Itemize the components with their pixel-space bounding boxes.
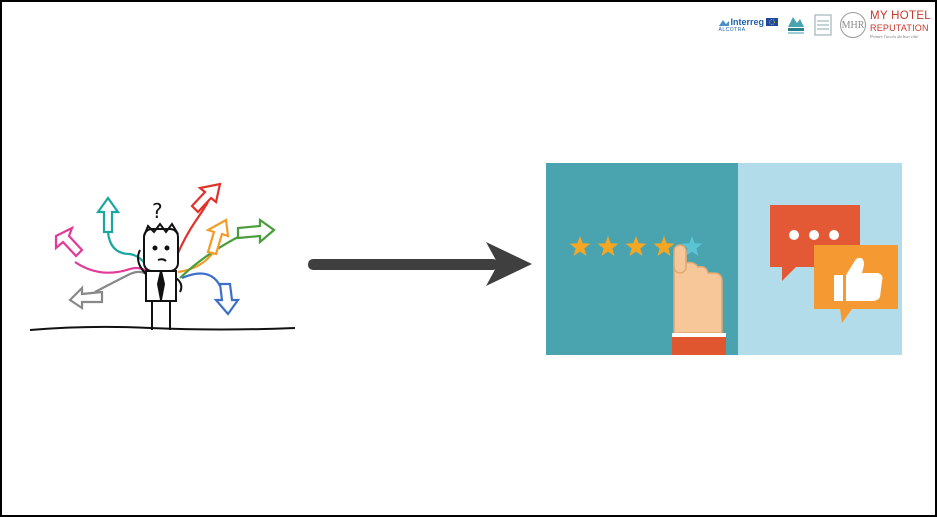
rating-star bbox=[597, 236, 619, 256]
mhr-monogram-icon: MHR bbox=[840, 12, 867, 38]
rating-star bbox=[681, 236, 703, 256]
rating-feedback-image bbox=[546, 163, 902, 355]
right-arrow bbox=[308, 242, 532, 286]
header-logos: Interreg ALCOTRA MHR MY HOTEL REPUTATION… bbox=[718, 8, 932, 42]
interreg-mountain-icon bbox=[718, 19, 729, 26]
rating-star bbox=[625, 236, 647, 256]
svg-text:?: ? bbox=[152, 199, 163, 223]
mhr-tagline: Primer l'accès du bon côté bbox=[870, 33, 919, 39]
star-rating bbox=[569, 236, 703, 256]
pointing-hand-icon bbox=[672, 244, 726, 355]
interreg-name: Interreg bbox=[730, 16, 765, 27]
interreg-sub: ALCOTRA bbox=[718, 26, 746, 33]
partner-logo-icon bbox=[788, 17, 805, 34]
confused-man-illustration: ? bbox=[30, 182, 296, 331]
rating-star bbox=[569, 236, 591, 256]
eu-flag-icon bbox=[766, 18, 779, 26]
man-figure bbox=[137, 222, 183, 330]
rating-star bbox=[653, 236, 675, 256]
thumbs-up-icon bbox=[814, 245, 898, 323]
my-hotel-reputation-logo: MHR MY HOTEL REPUTATION Primer l'accès d… bbox=[840, 10, 931, 39]
mhr-monogram-text: MHR bbox=[841, 19, 865, 31]
direction-arrows bbox=[54, 182, 276, 316]
partner-logo-2-icon bbox=[814, 14, 832, 36]
mhr-title-line2: REPUTATION bbox=[870, 22, 929, 33]
interreg-logo: Interreg ALCOTRA bbox=[718, 16, 779, 33]
mhr-title-line1: MY HOTEL bbox=[870, 10, 931, 22]
